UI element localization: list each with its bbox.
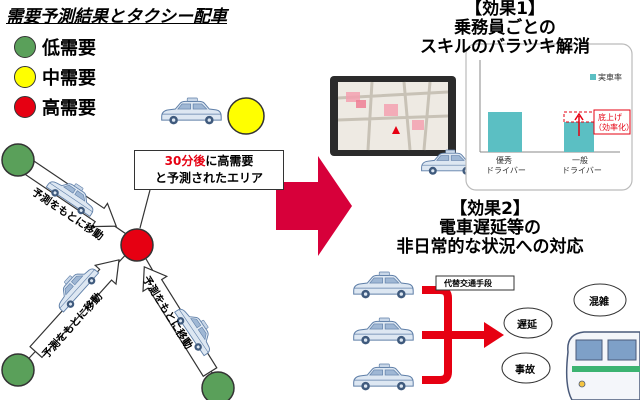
effect2-line2: 電車遅延等の [439, 218, 541, 238]
effect1-line3: スキルのバラツキ解消 [420, 37, 590, 57]
effect2-heading: 【効果2】 電車遅延等の 非日常的な状況への対応 [340, 200, 640, 257]
legend-label-high: 高需要 [42, 98, 96, 119]
alt-transport-label-box [435, 275, 515, 291]
category-label-average-2: ドライバー [562, 166, 602, 175]
note-line2: （効率化） [594, 123, 634, 132]
legend-item-low: 低需要 [14, 34, 96, 60]
callout-line1-rest: に高需要 [205, 154, 254, 168]
legend-swatch [590, 74, 596, 80]
effect2-line3: 非日常的な状況への対応 [396, 237, 584, 257]
effect2-label: 【効果2】 [450, 199, 530, 219]
chart-legend-label: 実車率 [598, 73, 622, 82]
high-demand-area [120, 228, 154, 262]
taxi-icon [353, 317, 414, 345]
taxi-icon [353, 271, 414, 299]
alt-transport-bracket [422, 286, 488, 384]
effect1-label: 【効果1】 [465, 0, 545, 19]
crowd-bubble [573, 283, 627, 317]
low-demand-dot [14, 36, 36, 58]
low-demand-area [1, 353, 35, 387]
movement-arrow [29, 259, 120, 359]
mid-demand-area [227, 97, 265, 135]
legend-item-mid: 中需要 [14, 64, 96, 90]
raise-arrow [574, 112, 584, 136]
train-icon [565, 331, 640, 400]
delay-bubble [503, 307, 553, 339]
taxi-icon [161, 97, 222, 125]
bracket-arrowhead [484, 322, 504, 348]
bar-skilled-driver [488, 112, 522, 152]
note-box [593, 109, 631, 135]
alt-transport-label: 代替交通手段 [444, 279, 492, 288]
legend-label-low: 低需要 [42, 38, 96, 59]
accident-bubble [501, 352, 551, 384]
category-label-average-1: 一般 [572, 156, 588, 165]
high-demand-dot [14, 96, 36, 118]
delay-label: 遅延 [517, 320, 537, 331]
mid-demand-dot [14, 66, 36, 88]
callout-pointer [139, 189, 151, 229]
callout-time: 30分後 [164, 154, 206, 168]
low-demand-area [201, 371, 235, 400]
low-demand-area [1, 143, 35, 177]
category-label-skilled-2: ドライバー [486, 166, 526, 175]
accident-label: 事故 [515, 365, 535, 376]
page-title: 需要予測結果とタクシー配車 [6, 7, 227, 27]
callout-line2: と予測されたエリア [154, 171, 263, 185]
effect1-heading: 【効果1】 乗務員ごとの スキルのバラツキ解消 [370, 0, 640, 57]
note-line1: 底上げ [598, 113, 622, 122]
crowd-label: 混雑 [589, 297, 609, 308]
effect1-chart-card [465, 43, 633, 191]
legend-label-mid: 中需要 [42, 68, 96, 89]
high-demand-callout: 30分後に高需要 と予測されたエリア [134, 150, 284, 190]
category-label-skilled-1: 優秀 [496, 156, 512, 165]
legend-item-high: 高需要 [14, 94, 96, 120]
taxi-icon [353, 363, 414, 391]
effect1-line2: 乗務員ごとの [454, 18, 556, 38]
transition-arrow [276, 156, 352, 256]
